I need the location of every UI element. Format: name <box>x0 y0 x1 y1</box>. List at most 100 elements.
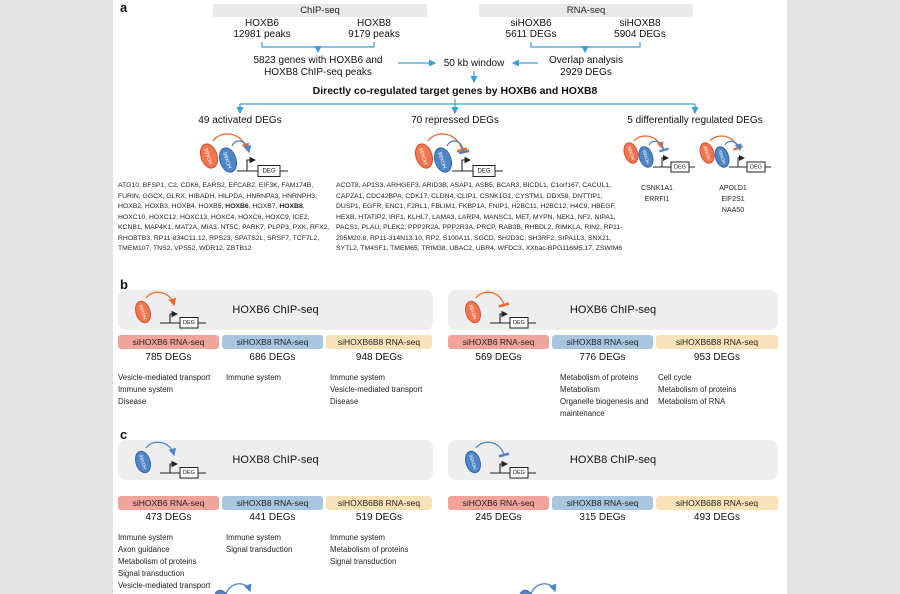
column-header-sihoxb6: siHOXB6 RNA-seq <box>448 335 549 349</box>
hoxb6-activation-deg-icon: HOXB6 DEG <box>135 291 206 329</box>
overlap-label: Overlap analysis <box>549 55 623 66</box>
sihoxb8-degs-node: siHOXB8 5904 DEGs <box>600 18 680 40</box>
hoxb8-oval-icon: HOXB8 <box>218 147 238 173</box>
deg-count: 785 DEGs <box>145 352 192 363</box>
hoxb6-oval-icon: HOXB6 <box>199 143 219 169</box>
pathway-list: Immune system Signal transduction <box>226 533 293 555</box>
tss-arrow-icon <box>499 310 509 323</box>
deg-count: 519 DEGs <box>355 512 403 523</box>
hoxb8-oval-icon: HOXB8 <box>638 146 654 168</box>
hoxb8-arrow-icon <box>225 583 252 594</box>
genes-with-peaks-text: 5823 genes with HOXB6 and HOXB8 ChIP-seq… <box>253 55 383 78</box>
column-header-sihoxb6: siHOXB6 RNA-seq <box>448 496 549 510</box>
hoxb8-peak-count: 9179 peaks <box>348 29 400 41</box>
hoxb8-partial-icon <box>214 583 252 594</box>
hoxb6-hoxb8-activation-deg-icon: HOXB6 HOXB8 DEG <box>199 133 288 177</box>
panel-b-label: b <box>120 277 128 292</box>
hoxb8-oval-icon: HOXB8 <box>433 147 453 173</box>
tss-arrow-icon <box>461 156 472 171</box>
deg-box <box>746 161 766 173</box>
svg-text:HOXB6: HOXB6 <box>626 145 635 161</box>
tss-arrow-icon <box>499 460 509 473</box>
hoxb6-name: HOXB6 <box>245 18 279 29</box>
column-header-sihoxb6b8: siHOXB6B8 RNA-seq <box>656 496 778 510</box>
card-title: HOXB8 ChIP-seq <box>232 454 319 466</box>
hoxb8-repression-arrow-icon <box>446 140 470 155</box>
hoxb8-arrow-icon <box>530 583 557 594</box>
hoxb6-hoxb8-repression-deg-icon: HOXB6 HOXB8 DEG <box>414 133 503 177</box>
repressed-degs-title: 70 repressed DEGs <box>411 115 499 126</box>
deg-box-label: DEG <box>477 169 490 175</box>
svg-text:HOXB8: HOXB8 <box>468 454 478 471</box>
svg-text:HOXB8: HOXB8 <box>138 454 148 471</box>
arrow-hoxb6-to-genes <box>261 42 322 54</box>
panel-a-label: a <box>120 0 128 15</box>
column-header-sihoxb6: siHOXB6 RNA-seq <box>118 496 219 510</box>
hoxb8-activated-card-header: HOXB8 DEG HOXB8 ChIP-seq <box>118 440 433 480</box>
coregulated-title: Directly co-regulated target genes by HO… <box>312 85 598 97</box>
overlap-analysis-node: Overlap analysis 2929 DEGs <box>540 55 632 79</box>
hoxb6-repression-arrow-icon <box>475 291 510 308</box>
sihoxb8-name: siHOXB8 <box>619 18 661 29</box>
sihoxb6-name: siHOXB6 <box>510 18 552 29</box>
tss-arrow-icon <box>737 155 745 167</box>
deg-count: 315 DEGs <box>579 512 626 523</box>
tss-arrow-icon <box>246 156 257 171</box>
differential-gene-list-2: APOLD1 EIF2S1 NAA50 <box>719 185 747 215</box>
deg-box <box>509 317 529 329</box>
tss-arrow-icon <box>169 310 179 323</box>
hoxb6-down-hoxb8-up-deg-icon: HOXB6 HOXB8 DEG <box>699 135 771 173</box>
deg-count: 569 DEGs <box>475 352 522 363</box>
deg-box-label: DEG <box>513 470 525 476</box>
svg-text:HOXB8: HOXB8 <box>437 151 448 169</box>
svg-text:HOXB8: HOXB8 <box>641 149 650 165</box>
deg-count: 686 DEGs <box>249 352 296 363</box>
hoxb6-oval-icon: HOXB6 <box>699 142 715 164</box>
card-title: HOXB6 ChIP-seq <box>569 304 657 316</box>
arrow-sihoxb8-to-overlap <box>585 42 641 48</box>
chipseq-header: ChIP-seq <box>213 4 427 17</box>
hoxb6-activation-arrow-icon <box>145 291 177 307</box>
panel-c-label: c <box>120 427 128 442</box>
svg-text:HOXB8: HOXB8 <box>222 151 233 169</box>
hoxb6-activated-card-header: HOXB6 DEG HOXB6 ChIP-seq <box>118 290 433 330</box>
arrow-hoxb8-to-genes <box>318 42 375 48</box>
card-title: HOXB8 ChIP-seq <box>569 454 657 466</box>
hoxb8-oval-icon: HOXB8 <box>135 450 151 474</box>
deg-count: 473 DEGs <box>145 512 192 523</box>
pathway-list: Cell cycle Metabolism of proteins Metabo… <box>658 373 737 407</box>
deg-box-label: DEG <box>513 320 525 326</box>
svg-text:HOXB8: HOXB8 <box>717 149 726 165</box>
column-header-sihoxb6b8: siHOXB6B8 RNA-seq <box>656 335 778 349</box>
hoxb6-peak-count: 12981 peaks <box>233 29 291 41</box>
svg-text:HOXB6: HOXB6 <box>468 304 478 321</box>
hoxb8-name: HOXB8 <box>357 18 391 29</box>
deg-box-label: DEG <box>674 165 686 171</box>
deg-count: 948 DEGs <box>355 352 403 363</box>
deg-box <box>509 467 529 479</box>
pathway-list: Vesicle-mediated transport Immune system… <box>118 373 211 407</box>
rnaseq-header: RNA-seq <box>479 4 693 17</box>
hoxb6-oval-icon: HOXB6 <box>135 300 151 324</box>
hoxb6-repression-deg-icon: HOXB6 DEG <box>465 291 536 329</box>
card-title: HOXB6 ChIP-seq <box>232 304 319 316</box>
deg-count: 953 DEGs <box>693 352 741 363</box>
repressed-gene-list: ACOT8, AP1S3, ARHGEF3, ARID3B, ASAP1, AS… <box>336 182 623 253</box>
svg-text:HOXB6: HOXB6 <box>418 147 429 165</box>
hoxb8-oval-icon: HOXB8 <box>465 450 481 474</box>
differential-degs-title: 5 differentially regulated DEGs <box>627 115 763 126</box>
hoxb8-oval-icon: HOXB8 <box>714 146 730 168</box>
svg-text:HOXB6: HOXB6 <box>138 304 148 321</box>
hoxb8-partial-icon <box>519 583 557 594</box>
window-text: 50 kb window <box>443 58 505 69</box>
column-header-sihoxb8: siHOXB8 RNA-seq <box>552 335 653 349</box>
hoxb6-oval-icon: HOXB6 <box>414 143 434 169</box>
deg-box-label: DEG <box>262 169 275 175</box>
hoxb8-activation-deg-icon: HOXB8 DEG <box>135 441 206 479</box>
hoxb8-activation-arrow-icon <box>145 441 177 457</box>
column-header-sihoxb8: siHOXB8 RNA-seq <box>222 335 323 349</box>
hoxb8-repression-deg-icon: HOXB8 DEG <box>465 441 536 479</box>
column-header-sihoxb8: siHOXB8 RNA-seq <box>222 496 323 510</box>
